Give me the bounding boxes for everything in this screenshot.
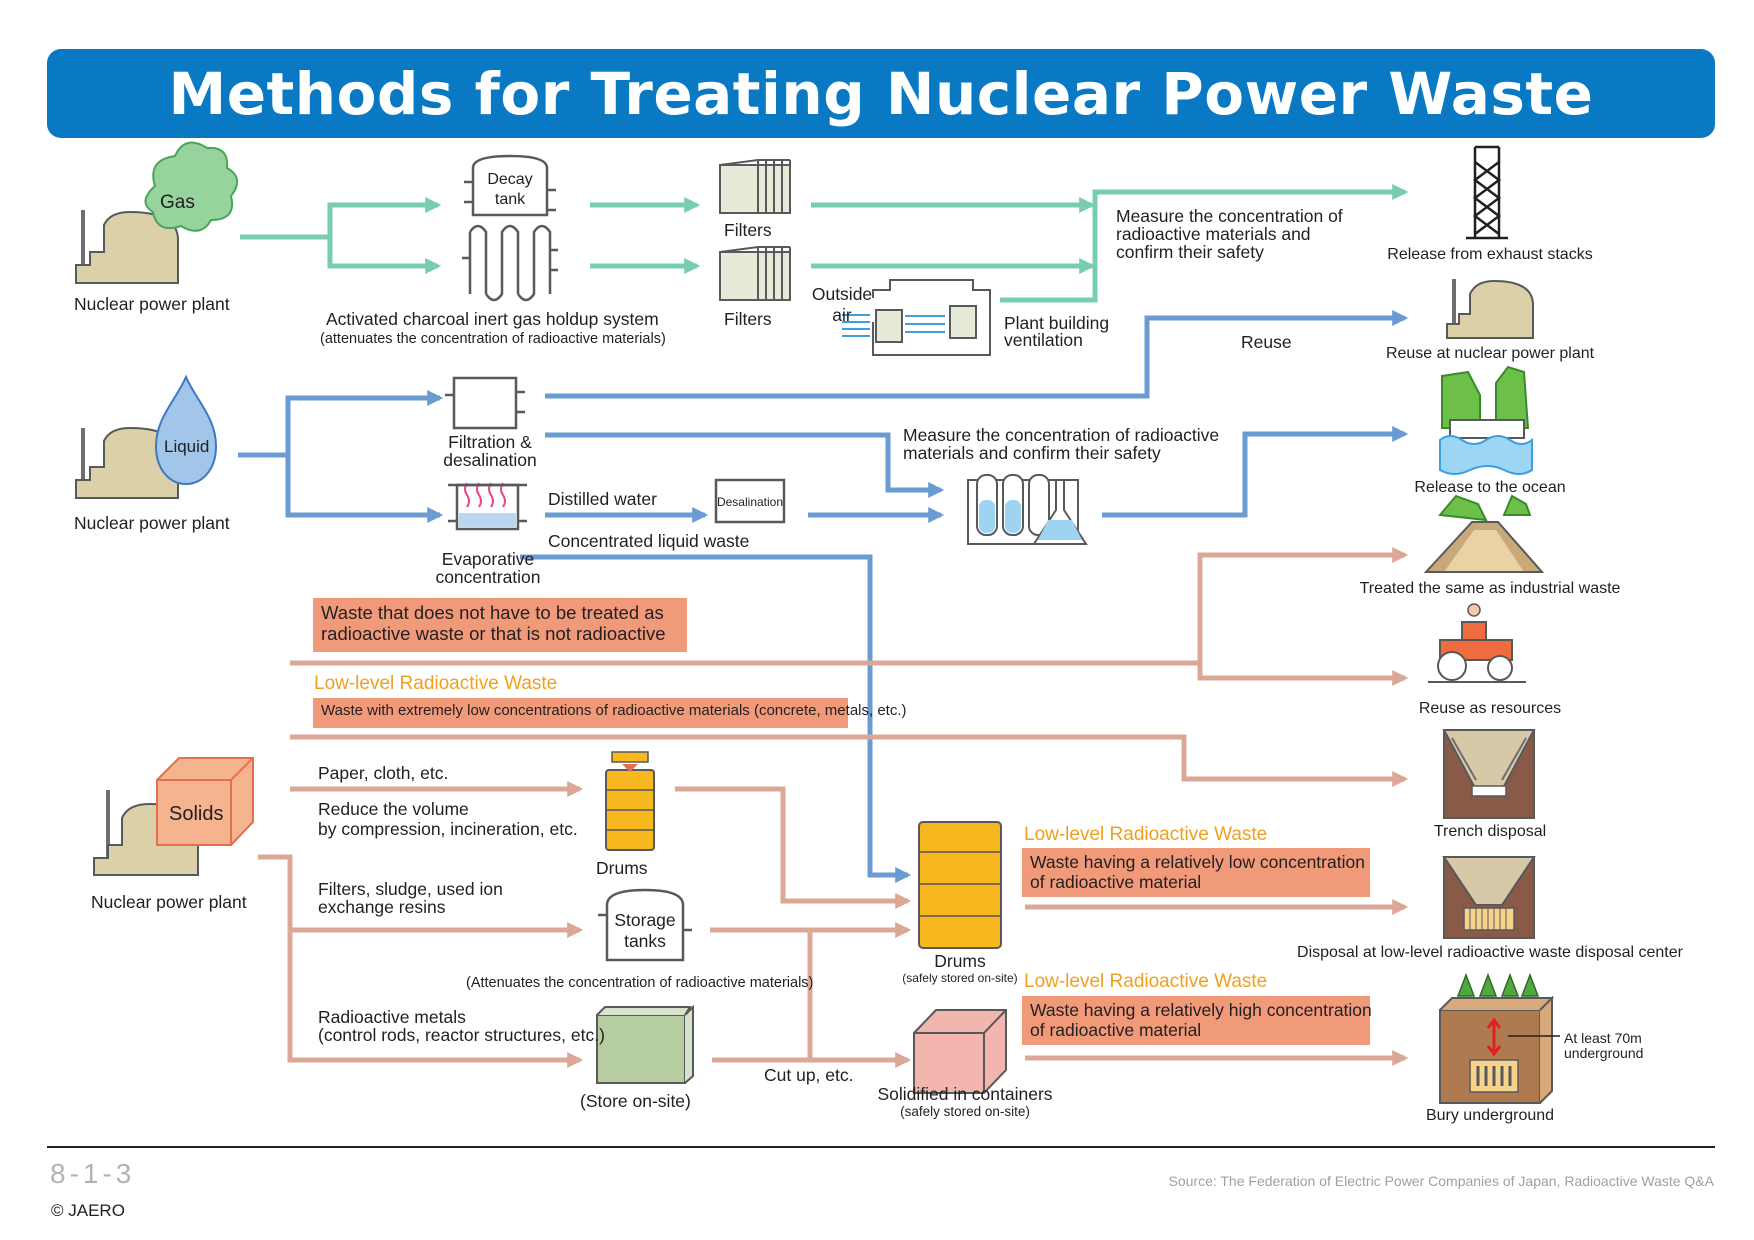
liquid-drop-icon [154, 374, 218, 486]
cut-up-label: Cut up, etc. [764, 1065, 854, 1085]
gas-measure-label: Measure the concentration of radioactive… [1116, 206, 1343, 262]
filter-icon-1 [719, 159, 791, 214]
destination-label-exhaust: Release from exhaust stacks [1387, 246, 1593, 263]
small-drum-icon [605, 751, 655, 851]
attenuates-note: (Attenuates the concentration of radioac… [466, 975, 814, 991]
destination-label-underground: Bury underground [1425, 1107, 1555, 1124]
destination-label-industrial: Treated the same as industrial waste [1359, 580, 1621, 597]
relatively-high-box: Waste having a relatively high concentra… [1022, 996, 1372, 1045]
storage-tanks-label: Storage tanks [614, 910, 676, 951]
liquid-measure-label: Measure the concentration of radioactive… [903, 425, 1220, 463]
charcoal-system-note: (attenuates the concentration of radioac… [320, 331, 666, 347]
solidified-note: (safely stored on-site) [900, 1104, 1030, 1119]
concentrated-liquid-label: Concentrated liquid waste [548, 531, 750, 551]
low-level-heading-2: Low-level Radioactive Waste [1024, 824, 1268, 845]
figure-code: 8-1-3 [50, 1158, 136, 1189]
metal-storage-icon [596, 1004, 694, 1084]
reduce-volume-label: Reduce the volume by compression, incine… [318, 799, 578, 839]
ocean-icon [1439, 365, 1533, 475]
destination-label-disposal-center: Disposal at low-level radioactive waste … [1297, 944, 1683, 961]
underground-icon [1439, 972, 1560, 1104]
solidified-label: Solidified in containers [877, 1084, 1053, 1104]
source-note: Source: The Federation of Electric Power… [1168, 1173, 1715, 1189]
decay-tank-label: Decay tank [487, 171, 533, 208]
radioactive-metals-label: Radioactive metals (control rods, reacto… [318, 1007, 605, 1045]
low-level-heading-1: Low-level Radioactive Waste [314, 673, 558, 694]
road-roller-icon [1428, 603, 1526, 683]
liquid-source-label: Liquid [164, 437, 210, 456]
title-banner: Methods for Treating Nuclear Power Waste [47, 49, 1715, 138]
not-radioactive-box: Waste that does not have to be treated a… [313, 598, 687, 652]
trench-icon [1442, 729, 1536, 819]
reuse-label: Reuse [1241, 332, 1292, 352]
exhaust-stack-icon [1466, 145, 1508, 240]
evaporator-icon [448, 482, 527, 531]
desalination-unit-label: Desalination [716, 495, 784, 509]
solids-source-label: Solids [169, 803, 224, 825]
relatively-low-box: Waste having a relatively low concentrat… [1022, 848, 1370, 897]
plant-building-ventilation-label: Plant building ventilation [1004, 313, 1110, 350]
ventilation-building-icon [842, 279, 991, 356]
distilled-water-label: Distilled water [548, 489, 657, 509]
copyright: © JAERO [51, 1201, 125, 1220]
small-drums-label: Drums [596, 858, 648, 878]
lab-test-tubes-icon [967, 474, 1088, 545]
destination-label-resources: Reuse as resources [1418, 700, 1562, 717]
underground-depth-label: At least 70m underground [1564, 1030, 1644, 1061]
outside-air-label: Outside air [811, 284, 873, 325]
filtration-tank-icon [445, 376, 525, 430]
solid-flow-lines [258, 546, 1409, 1069]
gas-cloud-icon [144, 141, 238, 232]
store-onsite-label: (Store on-site) [580, 1091, 691, 1111]
power-plant-icon [1446, 279, 1534, 339]
desalination-unit-icon [714, 478, 786, 524]
filter-icon-2 [719, 246, 791, 301]
destination-label-ocean: Release to the ocean [1414, 479, 1566, 496]
footer-divider [47, 1146, 1715, 1148]
disposal-center-icon [1442, 856, 1536, 939]
solids-plant-label: Nuclear power plant [91, 892, 247, 912]
gas-source-label: Gas [160, 192, 195, 213]
filters-label-2: Filters [724, 309, 772, 329]
filters-sludge-label: Filters, sludge, used ion exchange resin… [318, 879, 503, 917]
gas-plant-icon [75, 210, 179, 284]
solidified-container-icon [913, 1009, 1007, 1094]
gas-plant-label: Nuclear power plant [74, 294, 230, 314]
page-title: Methods for Treating Nuclear Power Waste [168, 59, 1594, 128]
industrial-waste-icon [1423, 494, 1545, 573]
charcoal-holdup-icon [462, 224, 558, 302]
large-drums-note: (safely stored on-site) [902, 971, 1018, 985]
large-drums-label: Drums [934, 951, 986, 971]
filters-label-1: Filters [724, 220, 772, 240]
storage-tank-icon [598, 888, 692, 962]
decay-tank-icon [464, 154, 556, 217]
liquid-flow-lines [238, 309, 1409, 884]
evaporative-label: Evaporative concentration [435, 549, 541, 587]
extremely-low-box: Waste with extremely low concentrations … [313, 698, 907, 728]
filtration-label: Filtration & desalination [443, 432, 537, 470]
large-drum-icon [918, 821, 1002, 949]
liquid-plant-label: Nuclear power plant [74, 513, 230, 533]
charcoal-system-label: Activated charcoal inert gas holdup syst… [326, 309, 659, 329]
paper-cloth-label: Paper, cloth, etc. [318, 763, 449, 783]
destination-label-reuse-plant: Reuse at nuclear power plant [1385, 345, 1595, 362]
solids-cube-icon [156, 757, 254, 846]
low-level-heading-3: Low-level Radioactive Waste [1024, 971, 1268, 992]
destination-label-trench: Trench disposal [1433, 823, 1547, 840]
gas-flow-lines [240, 183, 1409, 303]
